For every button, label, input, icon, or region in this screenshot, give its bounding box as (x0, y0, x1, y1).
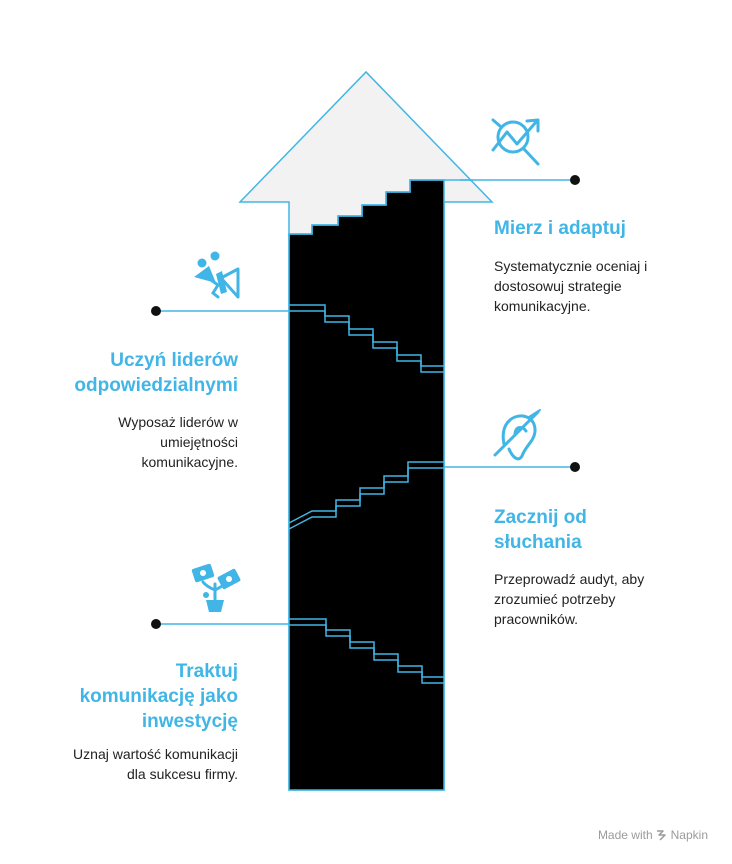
stairs-middle (288, 461, 444, 530)
step-1-description: Systematycznie oceniaj i dostosowuj stra… (494, 258, 648, 314)
connectors (151, 175, 580, 629)
money-plant-icon (191, 563, 241, 612)
step-3-description: Przeprowadź audyt, aby zrozumieć potrzeb… (494, 571, 645, 627)
stairs-upper (289, 304, 444, 373)
top-stairs-outline (288, 179, 473, 240)
footer-attribution[interactable]: Made with Napkin (598, 828, 708, 842)
connector-dot-step-2 (151, 306, 161, 316)
connector-dot-step-1 (570, 175, 580, 185)
footer-brand: Napkin (670, 828, 708, 842)
step-3-title: Zacznij od słuchania (494, 507, 587, 553)
connector-dot-step-4 (151, 619, 161, 629)
step-2-description: Wyposaż liderów w umiejętności komunikac… (118, 414, 238, 470)
napkin-logo-icon (656, 830, 666, 841)
chart-search-icon (491, 118, 540, 166)
ear-icon (493, 409, 541, 461)
stairs-lower (289, 618, 444, 684)
step-1-title: Mierz i adaptuj (494, 218, 626, 239)
step-4-title: Traktuj komunikację jako inwestycję (79, 661, 238, 732)
step-4-description: Uznaj wartość komunikacji dla sukcesu fi… (73, 746, 238, 782)
arrow-shaft (288, 179, 445, 791)
megaphone-team-icon (194, 251, 240, 299)
connector-dot-step-3 (570, 462, 580, 472)
step-2-title: Uczyń liderów odpowiedzialnymi (74, 350, 238, 396)
footer-made-with: Made with (597, 828, 653, 842)
